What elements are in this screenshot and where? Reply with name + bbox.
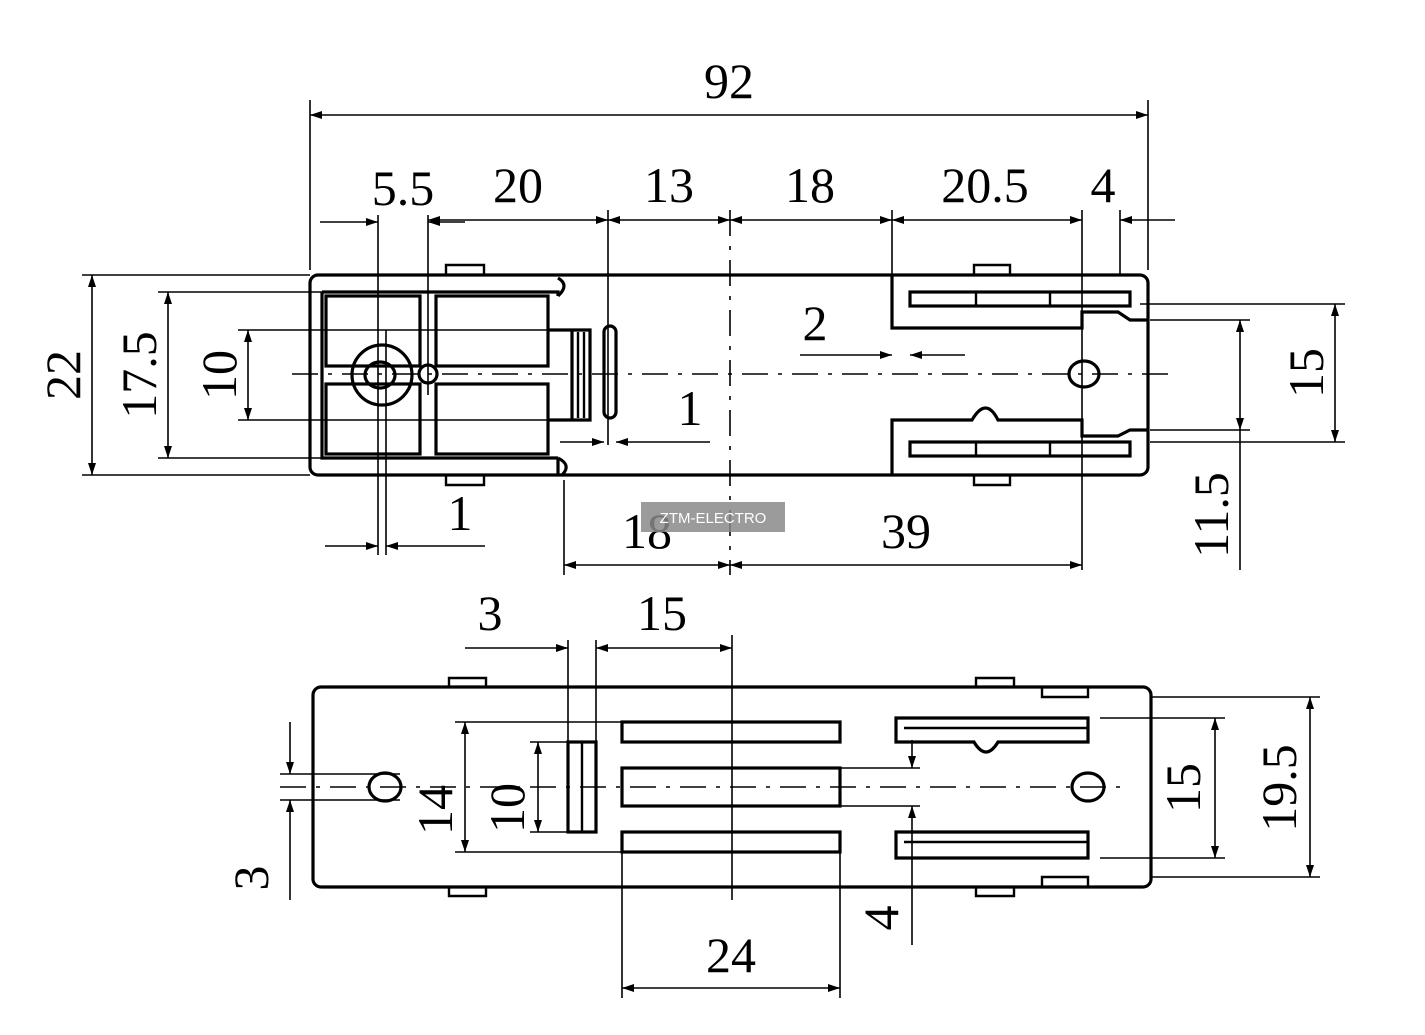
label-b-3-left: 3 [223, 866, 279, 891]
bottom-view-top-tabs [447, 676, 1090, 699]
bottom-right-slot-bottom [894, 830, 1090, 860]
cell-top-right [434, 294, 550, 368]
label-17-5: 17.5 [111, 331, 167, 419]
label-b-24: 24 [706, 927, 756, 983]
slot [602, 324, 618, 420]
bottom-right-slot-top [894, 716, 1090, 754]
bottom-tab [444, 475, 1012, 487]
label-b-4: 4 [853, 906, 909, 931]
rib-step [548, 328, 592, 422]
lower-blade [908, 440, 1132, 458]
cell-bottom-right [434, 382, 550, 456]
label-2: 2 [803, 295, 828, 351]
label-1-bottom: 1 [448, 485, 473, 541]
bottom-slot-top [620, 720, 842, 744]
top-view-body [308, 273, 1150, 477]
right-lower-contact [890, 406, 1148, 475]
label-b-15-right: 15 [1155, 763, 1211, 813]
left-cavity-arc-bottom [557, 456, 568, 477]
label-4-top: 4 [1091, 157, 1116, 213]
mount-hole [363, 360, 397, 390]
right-upper-contact [890, 275, 1148, 330]
label-b-19-5: 19.5 [1251, 744, 1307, 832]
cell-bottom-left [324, 382, 422, 456]
label-20-5: 20.5 [941, 157, 1029, 213]
watermark-text: ZTM-ELECTRO [660, 510, 767, 527]
label-5-5: 5.5 [372, 160, 435, 216]
top-view: 92 5.5 20 13 18 20.5 4 22 17.5 10 2 1 1 … [35, 53, 1345, 575]
label-b-3: 3 [478, 585, 503, 641]
bottom-slot-bottom [620, 830, 842, 854]
bottom-view: 3 15 14 10 3 24 4 15 19.5 [223, 585, 1320, 998]
label-15-top: 15 [1278, 348, 1334, 398]
bottom-view-bottom-tabs [447, 875, 1090, 898]
label-1-mid: 1 [678, 380, 703, 436]
label-20: 20 [493, 157, 543, 213]
label-13: 13 [644, 157, 694, 213]
label-22: 22 [35, 350, 91, 400]
label-10-top: 10 [191, 350, 247, 400]
watermark: ZTM-ELECTRO [641, 502, 785, 532]
upper-blade [908, 290, 1132, 308]
label-39: 39 [881, 503, 931, 559]
label-18-top: 18 [785, 157, 835, 213]
label-b-14: 14 [407, 785, 463, 835]
top-tab [444, 263, 1012, 275]
label-92: 92 [704, 53, 754, 109]
cell-top-left [324, 294, 422, 368]
boss-outer [350, 343, 414, 407]
label-b-10: 10 [479, 783, 535, 833]
label-11-5: 11.5 [1183, 472, 1239, 558]
left-cavity-arc-top [556, 276, 566, 298]
label-b-15: 15 [637, 585, 687, 641]
